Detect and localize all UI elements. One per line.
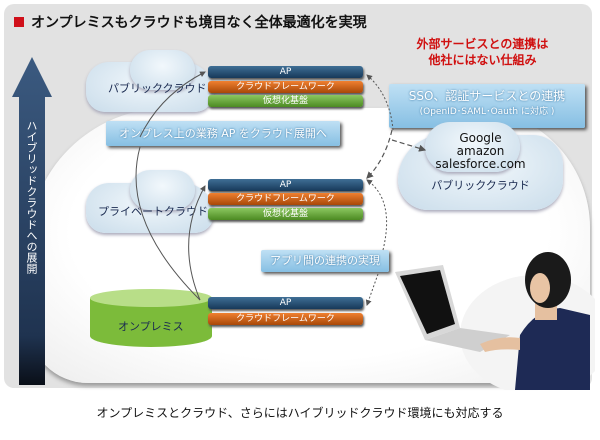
external-services: Google amazon salesforce.com パブリッククラウド xyxy=(398,131,563,193)
figure-caption: オンプレミスとクラウド、さらにはハイブリッドクラウド環境にも対応する xyxy=(96,406,504,420)
highlight-line2: 他社にはない仕組み xyxy=(428,53,537,67)
layer-ap: AP xyxy=(208,179,363,191)
service-amazon: amazon xyxy=(456,144,505,158)
layer-framework: クラウドフレームワーク xyxy=(208,81,363,93)
title-text: オンプレミスもクラウドも境目なく全体最適化を実現 xyxy=(31,15,367,31)
onpremise-cylinder xyxy=(90,289,212,347)
integration-box: アプリ間の連携の実現 xyxy=(261,250,389,272)
up-arrow-icon xyxy=(12,57,52,385)
private-cloud-puff xyxy=(130,170,195,210)
layer-ap: AP xyxy=(208,297,363,309)
external-cloud-label: パブリッククラウド xyxy=(431,179,530,192)
person-with-laptop-photo xyxy=(395,252,595,390)
public-cloud-label: パブリッククラウド xyxy=(108,82,207,95)
sso-line2: (OpenID･SAML･Oauth に対応 ) xyxy=(419,107,555,117)
layer-virtualization: 仮想化基盤 xyxy=(208,95,363,107)
sso-box: SSO、認証サービスとの連携 (OpenID･SAML･Oauth に対応 ) xyxy=(389,84,585,128)
highlight-line1: 外部サービスとの連携は xyxy=(416,37,549,51)
external-cloud-puff xyxy=(425,122,520,172)
connector-arrows xyxy=(135,71,427,306)
deploy-box: オンプレス上の業務 AP をクラウド展開へ xyxy=(106,121,340,146)
service-salesforce: salesforce.com xyxy=(435,157,526,171)
sso-line1: SSO、認証サービスとの連携 xyxy=(408,89,566,103)
private-cloud-label: プライベートクラウド xyxy=(98,205,208,218)
onpremise-label: オンプレミス xyxy=(118,320,184,333)
diagram-title: オンプレミスもクラウドも境目なく全体最適化を実現 xyxy=(14,12,367,32)
layer-virtualization: 仮想化基盤 xyxy=(208,208,363,220)
vertical-arrow-label: ハイブリッドクラウドへの展開 xyxy=(25,120,38,274)
layer-framework: クラウドフレームワーク xyxy=(208,313,363,325)
layer-ap: AP xyxy=(208,66,363,78)
public-cloud-puff xyxy=(130,50,195,90)
highlight-text: 外部サービスとの連携は他社にはない仕組み xyxy=(400,36,565,68)
layer-framework: クラウドフレームワーク xyxy=(208,193,363,205)
service-google: Google xyxy=(459,131,502,145)
red-square-icon xyxy=(14,17,24,27)
